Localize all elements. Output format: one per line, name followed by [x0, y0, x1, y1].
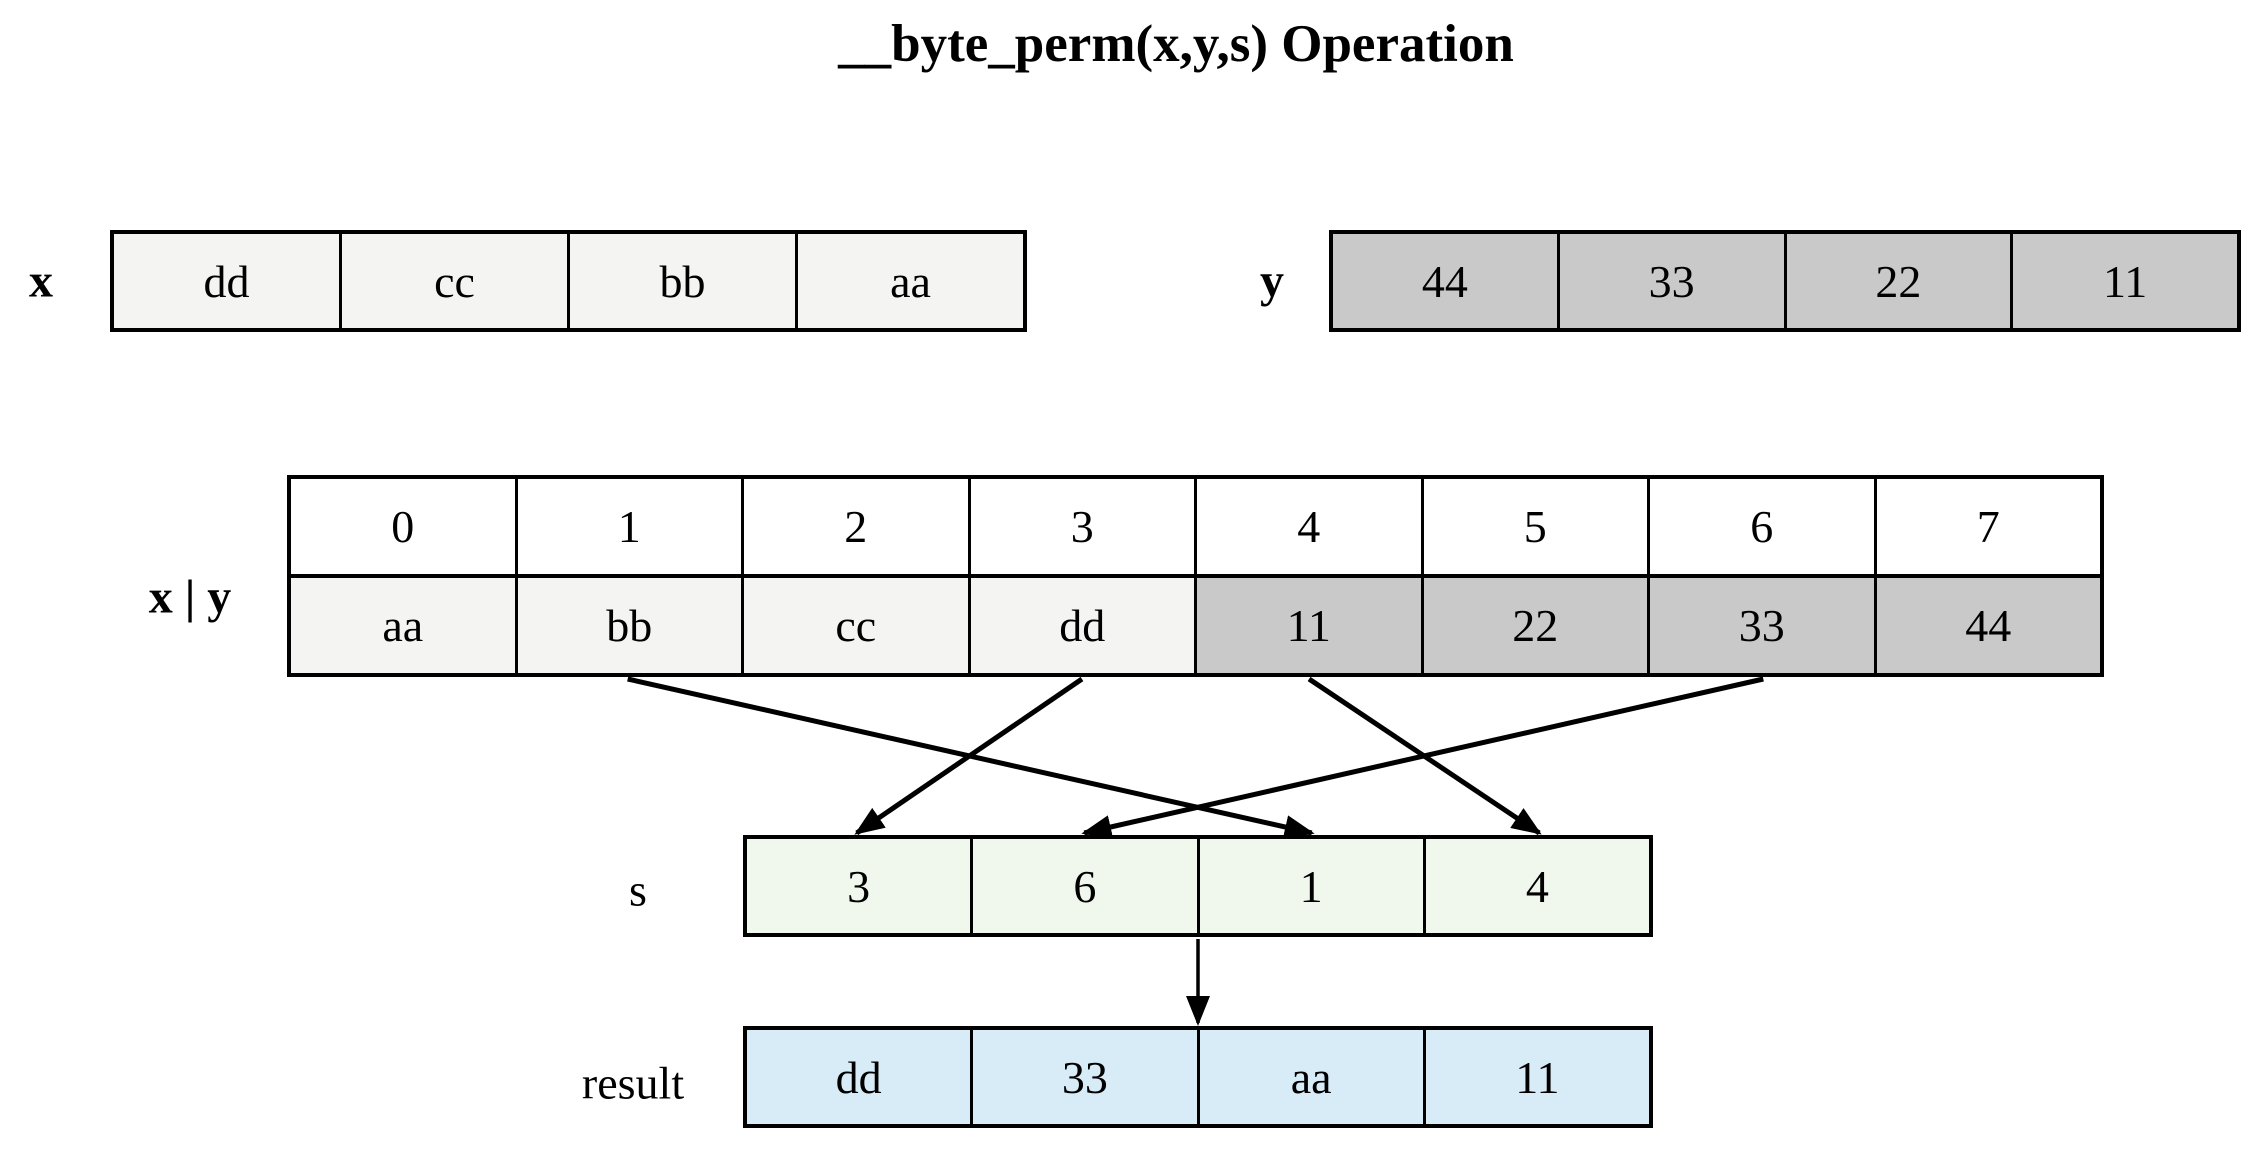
byte-value-cell: bb [517, 578, 744, 673]
byte-value-cell: dd [970, 578, 1197, 673]
s-selector-cell: 1 [1199, 839, 1426, 933]
page-title: __byte_perm(x,y,s) Operation [838, 15, 1514, 73]
byte-index-cell: 4 [1197, 479, 1424, 574]
y-register-label: y [1260, 254, 1284, 308]
byte-select-arrow [1081, 676, 1764, 839]
x-register-cell: aa [798, 234, 1023, 328]
xy-combined-table: 0 1 2 3 4 5 6 7 aa bb cc dd 11 22 33 44 [287, 475, 2104, 677]
result-cell: 11 [1425, 1030, 1649, 1124]
y-register-cell: 33 [1559, 234, 1787, 328]
byte-value-cell: 22 [1423, 578, 1650, 673]
byte-value-cell: aa [291, 578, 518, 673]
byte-value-cell: cc [744, 578, 971, 673]
byte-index-cell: 2 [744, 479, 971, 574]
result-cell: aa [1199, 1030, 1426, 1124]
byte-index-row: 0 1 2 3 4 5 6 7 [291, 479, 2100, 578]
byte-index-cell: 1 [517, 479, 744, 574]
byte-value-cell: 33 [1650, 578, 1877, 673]
result-table: dd 33 aa 11 [743, 1026, 1653, 1128]
x-register-cell: bb [570, 234, 798, 328]
x-register-cell: cc [342, 234, 570, 328]
byte-value-row: aa bb cc dd 11 22 33 44 [291, 578, 2100, 673]
x-register-cell: dd [114, 234, 342, 328]
byte-select-arrow [1307, 676, 1542, 836]
s-selector-label: s [629, 864, 647, 916]
result-label: result [581, 1057, 685, 1109]
y-register-cell: 11 [2013, 234, 2237, 328]
xy-table-label: x | y [148, 570, 232, 624]
byte-value-cell: 44 [1876, 578, 2100, 673]
y-register-cell: 44 [1333, 234, 1560, 328]
byte-select-arrow [854, 676, 1084, 836]
s-selector-cell: 3 [747, 839, 974, 933]
result-cell: dd [747, 1030, 974, 1124]
x-register-label: x [29, 254, 53, 308]
byte-value-cell: 11 [1197, 578, 1424, 673]
byte-index-cell: 3 [970, 479, 1197, 574]
y-register-table: 44 33 22 11 [1329, 230, 2241, 332]
byte-index-cell: 7 [1876, 479, 2100, 574]
x-register-table: dd cc bb aa [110, 230, 1027, 332]
byte-index-cell: 5 [1423, 479, 1650, 574]
s-selector-cell: 4 [1425, 839, 1649, 933]
byte-index-cell: 0 [291, 479, 518, 574]
y-register-cell: 22 [1786, 234, 2014, 328]
byte-index-cell: 6 [1650, 479, 1877, 574]
result-cell: 33 [973, 1030, 1200, 1124]
s-selector-table: 3 6 1 4 [743, 835, 1653, 937]
byte-select-arrow [627, 676, 1315, 839]
s-selector-cell: 6 [973, 839, 1200, 933]
